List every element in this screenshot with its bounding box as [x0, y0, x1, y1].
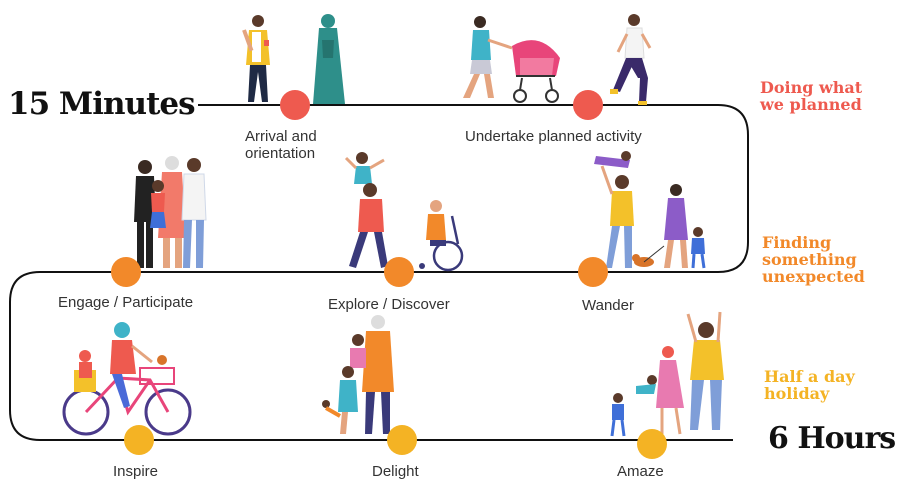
family-group-illustration — [134, 156, 207, 268]
man-with-child-and-wheelchair-user-illustration — [344, 152, 464, 272]
step-dot-amaze — [637, 429, 667, 459]
step-arrival-line1: Arrival and — [245, 128, 317, 145]
mother-with-stroller-illustration — [463, 16, 560, 103]
step-dot-inspire — [124, 425, 154, 455]
start-time-label: 15 Minutes — [8, 86, 196, 122]
family-dancing-illustration — [610, 311, 724, 437]
jogger-illustration — [610, 14, 652, 105]
step-dot-wander — [578, 257, 608, 287]
step-dot-engage — [111, 257, 141, 287]
step-arrival-line2: orientation — [245, 145, 316, 162]
category-label-planned: Doing what we planned — [760, 79, 862, 113]
category-holiday-line2: holiday — [764, 384, 830, 403]
step-label-undertake: Undertake planned activity — [465, 128, 642, 145]
category-holiday-line1: Half a day — [764, 367, 855, 386]
step-label-inspire: Inspire — [113, 463, 159, 480]
step-label-explore: Explore / Discover — [328, 296, 450, 313]
step-label-engage: Engage / Participate — [58, 294, 194, 311]
step-dot-delight — [387, 425, 417, 455]
end-time-label: 6 Hours — [768, 421, 896, 456]
category-planned-line1: Doing what — [760, 78, 863, 97]
category-label-holiday: Half a day holiday — [764, 368, 855, 402]
family-with-dog-illustration — [594, 151, 706, 269]
family-hug-illustration — [322, 315, 394, 434]
step-label-amaze: Amaze — [617, 463, 664, 480]
step-dot-explore — [384, 257, 414, 287]
step-label-arrival: Arrival and orientation — [245, 128, 317, 162]
step-dot-undertake — [573, 90, 603, 120]
women-walking-illustration — [242, 14, 345, 104]
family-on-bicycle-illustration — [62, 322, 192, 436]
category-label-unexpected: Finding something unexpected — [762, 234, 865, 285]
step-label-delight: Delight — [372, 463, 419, 480]
category-unexpected-line1: Finding — [762, 233, 832, 252]
journey-path — [9, 104, 749, 441]
category-planned-line2: we planned — [760, 95, 862, 114]
category-unexpected-line2: something — [762, 250, 857, 269]
step-label-wander: Wander — [582, 297, 634, 314]
step-dot-arrival — [280, 90, 310, 120]
category-unexpected-line3: unexpected — [762, 267, 865, 286]
